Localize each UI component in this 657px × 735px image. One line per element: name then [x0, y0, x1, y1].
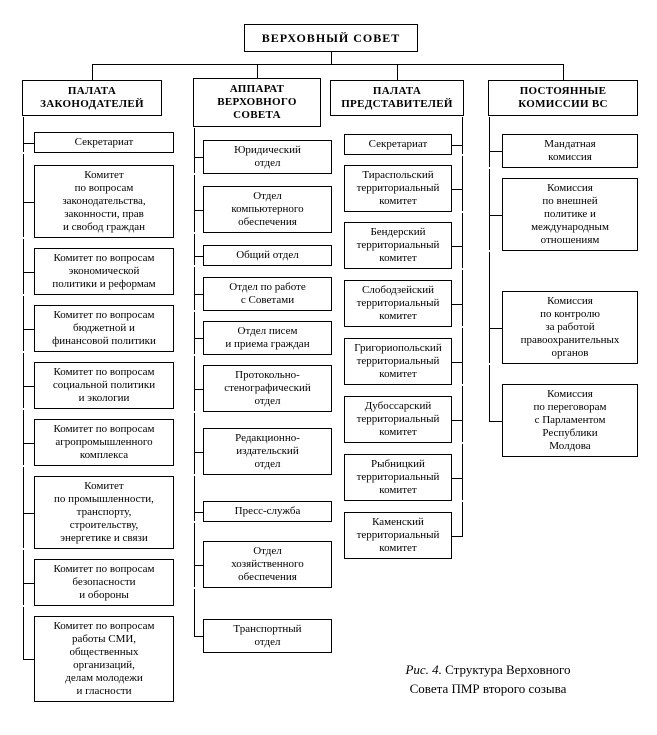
org-box: Мандатная комиссия: [489, 117, 638, 168]
connector-stub-col2: [257, 64, 258, 80]
column-items-commissions: Мандатная комиссия Комиссия по внешней п…: [488, 117, 638, 457]
org-box: Рыбницкий территориальный комитет: [344, 444, 463, 501]
figure-caption: Рис. 4. Структура Верховного Совета ПМР …: [372, 660, 604, 698]
connector-stub-col3: [397, 64, 398, 80]
column-items-apparatus: Юридический отдел Отдел компьютерного об…: [193, 128, 332, 653]
org-box: Юридический отдел: [194, 128, 332, 174]
org-box: Комиссия по контролю за работой правоохр…: [489, 252, 638, 364]
org-box: Пресс-служба: [194, 476, 332, 522]
org-box: Слободзейский территориальный комитет: [344, 270, 463, 327]
org-box: Транспортный отдел: [194, 589, 332, 653]
org-box: Комиссия по внешней политике и междунаро…: [489, 169, 638, 251]
org-box: Секретариат: [344, 117, 463, 155]
connector-root-drop: [331, 52, 332, 64]
column-chamber-of-representatives: ПАЛАТА ПРЕДСТАВИТЕЛЕЙ Секретариат Тирасп…: [330, 80, 464, 559]
column-header-representatives: ПАЛАТА ПРЕДСТАВИТЕЛЕЙ: [330, 80, 464, 116]
org-box: Комитет по вопросам экономической полити…: [23, 239, 174, 295]
column-apparatus: АППАРАТ ВЕРХОВНОГО СОВЕТА Юридический от…: [193, 78, 332, 653]
org-box: Григориопольский территориальный комитет: [344, 328, 463, 385]
connector-horizontal: [92, 64, 564, 65]
column-header-apparatus: АППАРАТ ВЕРХОВНОГО СОВЕТА: [193, 78, 321, 127]
org-box: Отдел писем и приема граждан: [194, 312, 332, 355]
org-box: Комитет по вопросам работы СМИ, обществе…: [23, 607, 174, 702]
org-box: Комитет по вопросам бюджетной и финансов…: [23, 296, 174, 352]
org-box: Комитет по промышленности, транспорту, с…: [23, 467, 174, 549]
org-box: Комитет по вопросам законодательства, за…: [23, 154, 174, 238]
column-header-commissions: ПОСТОЯННЫЕ КОМИССИИ ВС: [488, 80, 638, 116]
org-box: Отдел по работе с Советами: [194, 267, 332, 311]
column-permanent-commissions: ПОСТОЯННЫЕ КОМИССИИ ВС Мандатная комисси…: [488, 80, 638, 457]
org-box: Каменский территориальный комитет: [344, 502, 463, 559]
org-box: Комитет по вопросам агропромышленного ко…: [23, 410, 174, 466]
org-box: Комитет по вопросам безопасности и оборо…: [23, 550, 174, 606]
figure-number: Рис. 4.: [405, 662, 442, 677]
column-items-legislators: Секретариат Комитет по вопросам законода…: [22, 117, 174, 702]
org-box: Дубоссарский территориальный комитет: [344, 386, 463, 443]
org-box: Комитет по вопросам социальной политики …: [23, 353, 174, 409]
figure-caption-text: Структура Верховного Совета ПМР второго …: [409, 662, 571, 696]
column-header-legislators: ПАЛАТА ЗАКОНОДАТЕЛЕЙ: [22, 80, 162, 116]
connector-stub-col4: [563, 64, 564, 80]
org-box: Общий отдел: [194, 234, 332, 266]
column-chamber-of-legislators: ПАЛАТА ЗАКОНОДАТЕЛЕЙ Секретариат Комитет…: [22, 80, 174, 702]
org-box: Редакционно- издательский отдел: [194, 413, 332, 475]
org-box: Секретариат: [23, 117, 174, 153]
org-box: Тираспольский территориальный комитет: [344, 156, 463, 212]
org-box: Комиссия по переговорам с Парламентом Ре…: [489, 365, 638, 457]
org-box: Бендерский территориальный комитет: [344, 213, 463, 269]
org-box: Отдел компьютерного обеспечения: [194, 175, 332, 233]
org-box: Отдел хозяйственного обеспечения: [194, 523, 332, 588]
column-items-representatives: Секретариат Тираспольский территориальны…: [330, 117, 464, 559]
org-box: Протокольно- стенографический отдел: [194, 356, 332, 412]
root-box-supreme-council: ВЕРХОВНЫЙ СОВЕТ: [244, 24, 418, 52]
connector-stub-col1: [92, 64, 93, 80]
